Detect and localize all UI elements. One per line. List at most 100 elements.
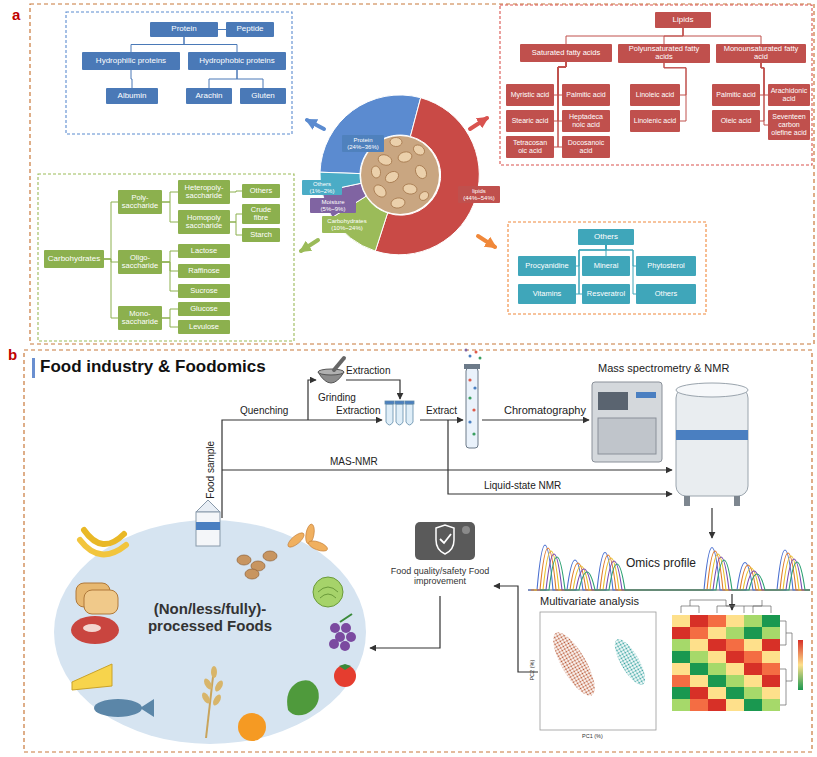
category-box: Raffinose (178, 264, 230, 278)
heatmap (690, 675, 708, 687)
step-label: Multivariate analysis (540, 595, 639, 608)
heatmap (744, 687, 762, 699)
category-box: Lipids (655, 12, 711, 28)
panel-title: Food industry & Foodomics (40, 357, 266, 377)
heatmap (762, 627, 780, 639)
panel-letter: b (8, 346, 17, 363)
box-text: Homopoly saccharide (180, 214, 228, 231)
box-text: Carbohydrates (10%~24%) (324, 218, 370, 231)
heatmap (744, 615, 762, 627)
sample-tubes (386, 404, 393, 425)
food-icons (340, 641, 350, 651)
heatmap (708, 699, 726, 711)
step-label: MAS-NMR (330, 456, 378, 468)
heatmap (726, 699, 744, 711)
nmr-magnet (676, 383, 748, 397)
heatmap (672, 639, 690, 651)
quality-icon (462, 526, 470, 534)
box-text: Tetracosan oic acid (508, 139, 552, 155)
food-icons (83, 624, 101, 632)
category-box: Vitamins (518, 284, 576, 304)
category-box: Hydrophobic proteins (188, 52, 286, 70)
category-box: Heptadeca noic acid (562, 110, 610, 132)
heatmap (726, 663, 744, 675)
heatmap (690, 699, 708, 711)
tree-connector (162, 251, 178, 262)
category-box: Crude fibre (242, 204, 280, 224)
chromatography-column (468, 420, 471, 423)
pca-scatter (540, 612, 656, 730)
food-icons (211, 693, 222, 706)
box-text: Protein (24%~36%) (344, 137, 382, 150)
food-icons (307, 539, 329, 553)
direction-arrow (301, 240, 318, 251)
panel-frame (30, 4, 814, 344)
tree-connector (162, 202, 178, 222)
group-frame (38, 174, 294, 341)
category-box: Procyanidine (518, 256, 576, 276)
food-icons (140, 699, 154, 717)
heatmap (762, 615, 780, 627)
mass-spectrometer (592, 382, 662, 462)
food-icons (71, 616, 119, 644)
box-text: Levulose (189, 323, 219, 331)
heatmap (744, 627, 762, 639)
mortar-pestle (334, 358, 344, 370)
food-icons (237, 551, 277, 579)
nmr-magnet (676, 383, 748, 506)
flow-line (711, 508, 712, 538)
panel-frame (24, 350, 812, 752)
heatmap (762, 675, 780, 687)
food-circle (54, 520, 366, 744)
food-icons (237, 555, 251, 565)
heatmap (762, 639, 780, 651)
peanut-photo (372, 183, 389, 200)
tree-connector (104, 202, 118, 259)
box-text: Heptadeca noic acid (564, 113, 608, 129)
category-box: Palmitic acid (562, 84, 610, 106)
sample-tubes (385, 401, 414, 425)
category-box: Glucose (178, 302, 230, 316)
peanut-photo (418, 190, 431, 203)
box-text: Vitamins (533, 290, 562, 298)
box-text: Procyanidine (525, 262, 568, 270)
heatmap (762, 699, 780, 711)
box-text: Others (1%~2%) (304, 181, 340, 194)
omics-spectrum (531, 548, 810, 590)
food-icons (196, 500, 220, 512)
category-box: Poly- saccharide (118, 190, 162, 214)
segment-label: lipids (44%~54%) (458, 186, 500, 203)
mass-spectrometer (598, 418, 656, 454)
segment-label: Carbohydrates (10%~24%) (322, 216, 372, 233)
step-label: Extraction (346, 365, 390, 377)
heatmap (798, 640, 803, 690)
title-bar (32, 358, 35, 378)
box-text: Heteropoly- saccharide (180, 184, 228, 201)
food-icons (200, 691, 211, 704)
box-text: Resveratrol (587, 290, 625, 298)
group-frame (38, 5, 812, 341)
flow-line (370, 596, 440, 648)
heatmap (780, 621, 792, 705)
heatmap (681, 600, 771, 613)
tree-connector (230, 214, 242, 222)
category-box: Docosanoic acid (562, 136, 610, 158)
heatmap (672, 663, 690, 675)
group-frame (508, 222, 706, 314)
mass-spectrometer (636, 392, 656, 398)
category-box: Resveratrol (582, 284, 630, 304)
heatmap (762, 687, 780, 699)
food-icons (196, 512, 220, 546)
box-text: Sucrose (190, 287, 218, 295)
box-text: Lipids (673, 16, 694, 25)
food-icons (202, 677, 213, 690)
flow-line (482, 419, 589, 420)
tree-connector (664, 28, 683, 44)
title-bar (32, 358, 35, 378)
heatmap (690, 651, 708, 663)
peanut-photo (377, 153, 394, 167)
heatmap (672, 600, 803, 711)
peanut-photo (402, 183, 418, 195)
